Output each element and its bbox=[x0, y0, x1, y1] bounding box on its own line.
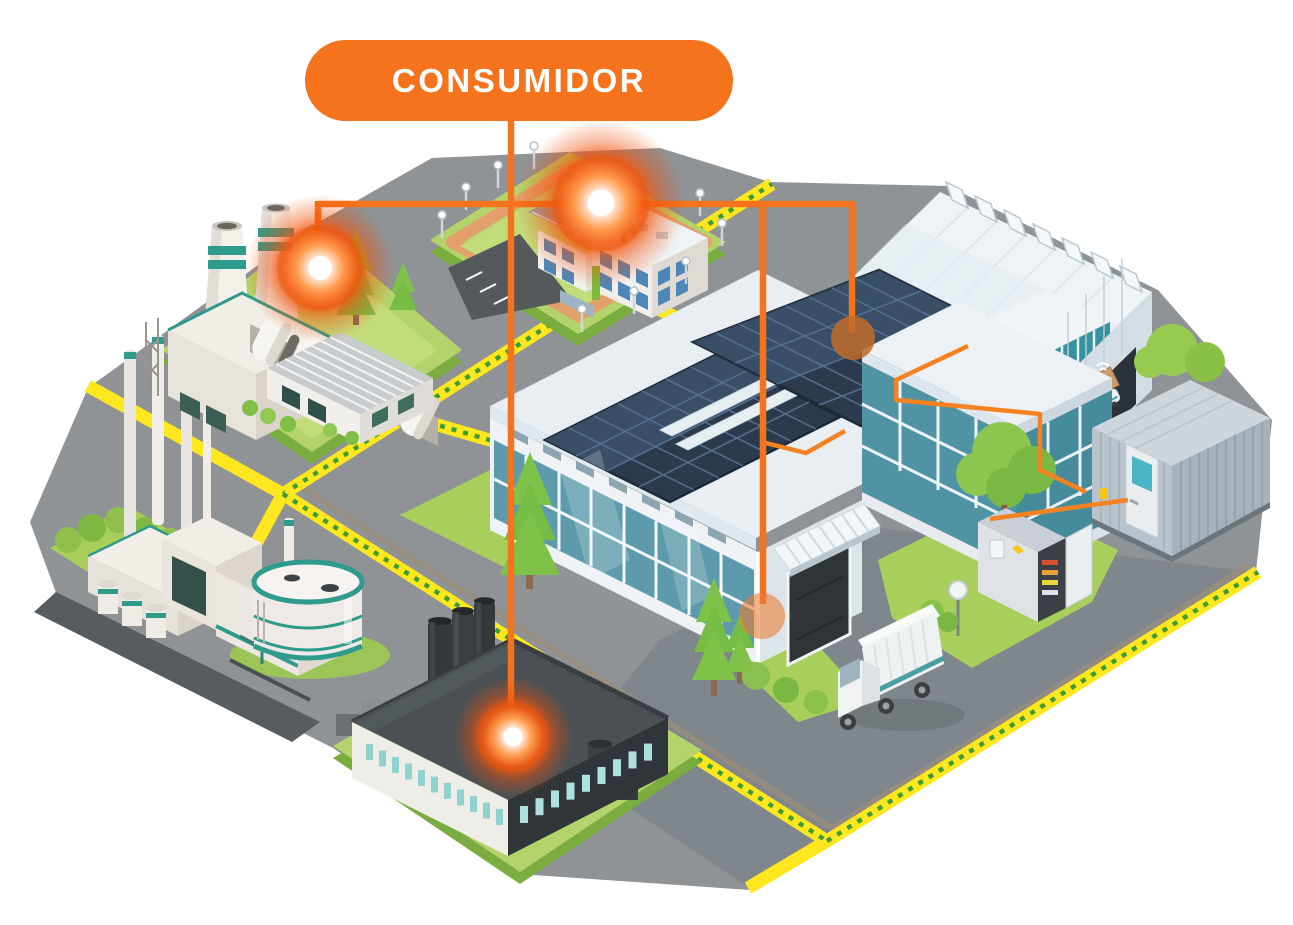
right-yard bbox=[920, 324, 1270, 636]
container-door-window bbox=[1132, 456, 1152, 492]
solar-panel-factory bbox=[490, 268, 1113, 668]
warehouse-corner-dot bbox=[739, 593, 785, 639]
street-lamp bbox=[920, 580, 968, 636]
pine-tree bbox=[692, 578, 756, 696]
awning bbox=[773, 503, 881, 577]
lattice-tower bbox=[145, 318, 159, 396]
cabinet-open-door bbox=[1065, 523, 1093, 609]
front-greenery bbox=[500, 452, 828, 714]
garage-wall bbox=[756, 500, 881, 668]
glass-curtain-wall bbox=[490, 418, 758, 664]
tree bbox=[1134, 324, 1225, 382]
cable-roof bbox=[761, 429, 847, 456]
ribbed-shed bbox=[267, 332, 433, 444]
cable-annex bbox=[893, 343, 1087, 495]
power-plant-glow bbox=[246, 194, 394, 342]
solar-roof-dot bbox=[831, 316, 875, 360]
consumer-badge: CONSUMIDOR bbox=[305, 40, 733, 121]
storage-tank bbox=[251, 559, 365, 661]
tree bbox=[956, 422, 1056, 556]
cable-layer bbox=[761, 343, 1129, 522]
roof-skylights bbox=[944, 180, 1144, 294]
refinery-access-road bbox=[34, 592, 320, 742]
factory-glow bbox=[453, 677, 573, 797]
consumer-badge-label: CONSUMIDOR bbox=[391, 61, 647, 99]
marker-layer bbox=[246, 119, 875, 797]
pine-tree bbox=[500, 452, 560, 589]
refinery bbox=[55, 335, 365, 702]
mini-tanks bbox=[98, 580, 166, 638]
storage-container bbox=[1092, 380, 1270, 562]
bushes bbox=[242, 400, 359, 445]
delivery-truck bbox=[838, 604, 965, 731]
office-campus-glow bbox=[517, 119, 685, 287]
container-door bbox=[1125, 443, 1159, 539]
cable-cabinet bbox=[989, 497, 1129, 522]
